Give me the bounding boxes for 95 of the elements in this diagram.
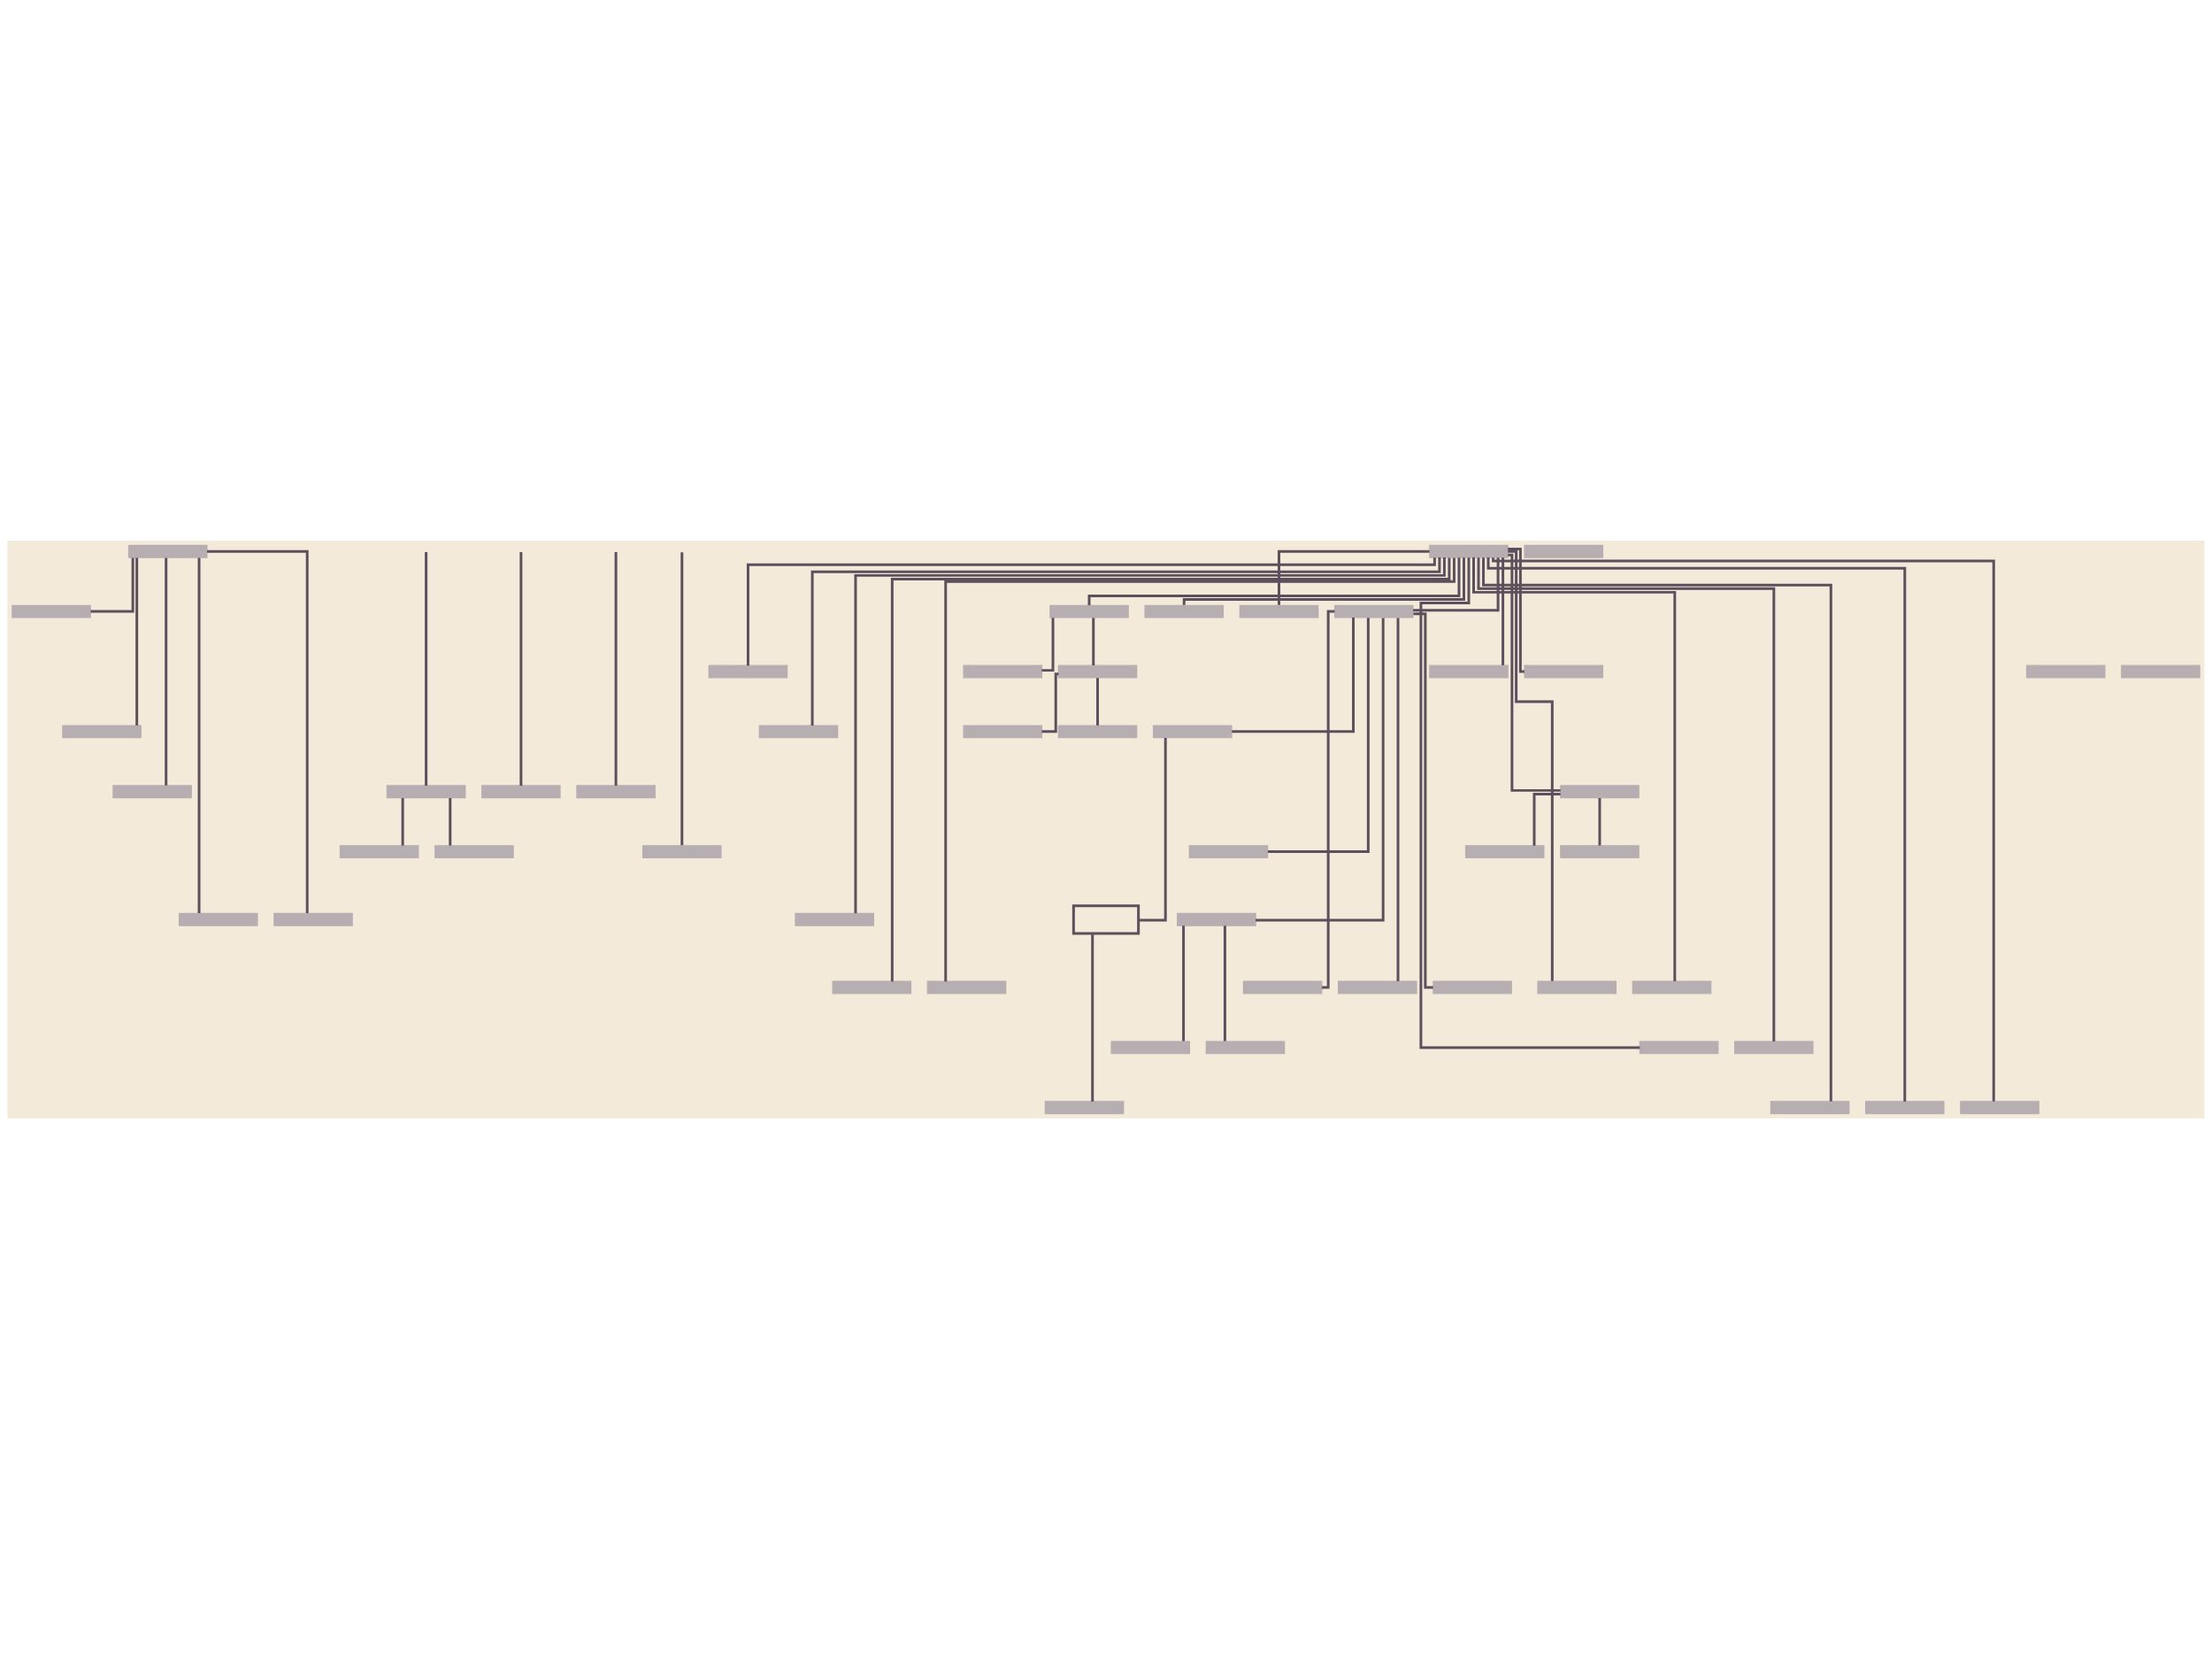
connector <box>401 798 404 846</box>
node-bar <box>1464 845 1545 859</box>
node-bar <box>1239 604 1319 618</box>
node-bar <box>62 725 142 739</box>
node-bar <box>1110 1041 1191 1055</box>
connector <box>1419 557 1640 1049</box>
connector <box>207 549 309 914</box>
node-bar <box>1429 664 1509 679</box>
connector <box>425 552 428 786</box>
node-bar <box>386 785 466 799</box>
node-box <box>1071 904 1141 935</box>
node-bar <box>1333 604 1414 618</box>
node-bar <box>1044 1101 1125 1115</box>
connector <box>1508 548 1525 673</box>
node-bar <box>795 912 874 926</box>
connector <box>135 557 139 726</box>
connector <box>1486 557 1907 1102</box>
connector <box>1508 549 1554 981</box>
connector <box>1532 792 1561 846</box>
connector <box>449 798 452 846</box>
node-bar <box>1560 785 1640 799</box>
node-bar <box>1242 980 1323 995</box>
connector <box>1096 678 1099 726</box>
node-bar <box>832 980 912 995</box>
node-bar <box>273 912 353 926</box>
node-bar <box>1770 1101 1850 1115</box>
connector <box>1508 553 1561 792</box>
connector <box>1223 926 1226 1041</box>
node-bar <box>708 664 788 679</box>
connector <box>1092 618 1095 665</box>
connector <box>1477 557 1776 1041</box>
connector <box>1413 612 1433 989</box>
connector <box>1182 926 1186 1041</box>
node-bar <box>112 785 192 799</box>
node-bar <box>1188 845 1269 859</box>
node-bar <box>1057 664 1138 679</box>
node-bar <box>1524 544 1604 558</box>
connector <box>1278 549 1430 605</box>
node-bar <box>2121 664 2200 679</box>
connector <box>1232 618 1356 733</box>
node-bar <box>576 785 656 799</box>
node-bar <box>339 845 419 859</box>
node-bar <box>1177 912 1256 926</box>
node-bar <box>1057 725 1138 739</box>
node-bar <box>641 845 722 859</box>
connector <box>614 552 618 786</box>
node-bar <box>12 604 91 618</box>
connector <box>810 557 1441 726</box>
node-bar <box>1049 604 1129 618</box>
node-bar <box>1865 1101 1945 1115</box>
node-bar <box>2025 664 2106 679</box>
connector <box>197 557 201 913</box>
connector <box>1492 556 1995 1102</box>
connector <box>90 557 134 613</box>
node-bar <box>1632 980 1712 995</box>
node-bar <box>1734 1041 1814 1055</box>
connector <box>1267 618 1370 854</box>
node-bar <box>758 725 839 739</box>
node-bar <box>1338 980 1417 995</box>
node-bar <box>1537 980 1617 995</box>
connector <box>1472 557 1677 981</box>
connector <box>165 557 168 786</box>
connector <box>1396 618 1400 982</box>
connector <box>1041 672 1059 733</box>
connector <box>519 552 523 786</box>
connector <box>680 552 684 846</box>
node-bar <box>434 845 514 859</box>
connector <box>1087 557 1461 605</box>
node-bar <box>1429 544 1509 558</box>
connector <box>1041 618 1055 672</box>
node-bar <box>481 785 561 799</box>
node-bar <box>963 664 1043 679</box>
node-bar <box>1524 664 1604 679</box>
connector <box>1091 933 1094 1102</box>
node-bar <box>1960 1101 2039 1115</box>
connector <box>746 557 1436 666</box>
connector <box>1482 557 1832 1102</box>
connector <box>1598 798 1601 846</box>
connector <box>1182 557 1465 605</box>
node-bar <box>178 912 258 926</box>
connector <box>1256 618 1385 922</box>
node-bar <box>1639 1041 1719 1055</box>
node-bar <box>1152 725 1233 739</box>
node-bar <box>1205 1041 1286 1055</box>
connector <box>1502 557 1505 665</box>
connector <box>1322 610 1335 989</box>
node-bar <box>926 980 1007 995</box>
connector <box>1413 557 1500 612</box>
node-bar <box>1560 845 1640 859</box>
node-bar <box>1144 604 1225 618</box>
connector <box>854 557 1446 914</box>
node-bar <box>127 544 208 558</box>
connector <box>1138 737 1167 922</box>
node-bar <box>963 725 1043 739</box>
node-bar <box>1432 980 1512 995</box>
